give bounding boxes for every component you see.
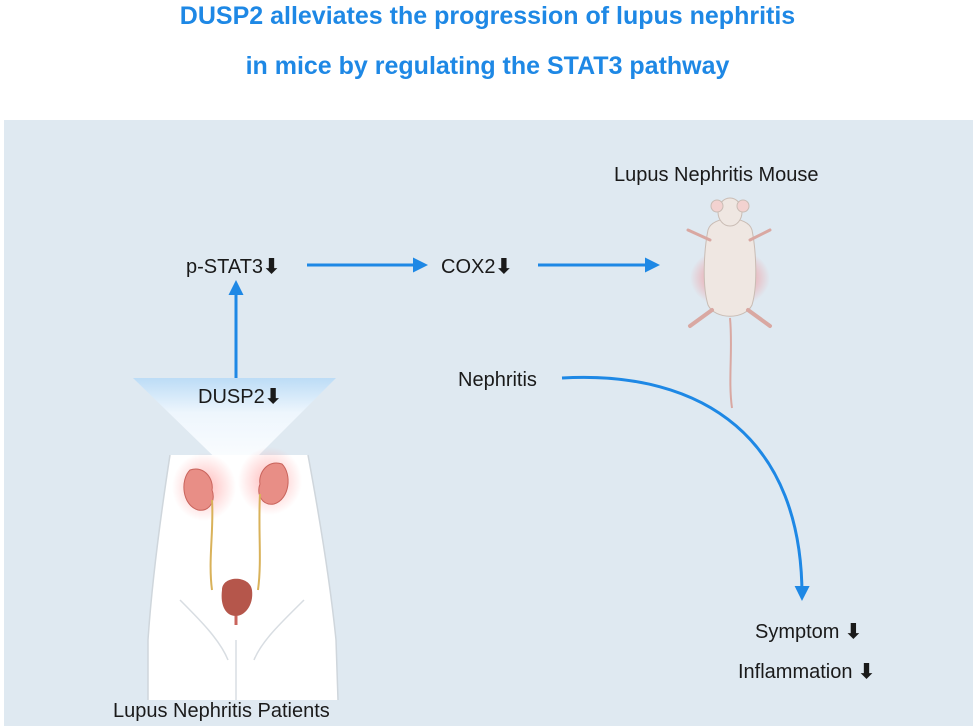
label-pstat3-text: p-STAT3 <box>186 256 264 278</box>
title-line-1: DUSP2 alleviates the progression of lupu… <box>179 2 796 30</box>
label-symptom-text: Symptom <box>755 621 840 643</box>
label-symptom: Symptom ⬇ <box>755 619 862 644</box>
label-pstat3: p-STAT3⬇ <box>186 254 280 279</box>
label-lupus-nephritis-patients: Lupus Nephritis Patients <box>113 700 330 722</box>
beam-funnel <box>133 378 336 478</box>
label-lupus-nephritis-mouse: Lupus Nephritis Mouse <box>614 164 819 186</box>
arrow-nephritis-to-symptom <box>561 375 810 601</box>
label-dusp2: DUSP2⬇ <box>198 384 281 409</box>
label-dusp2-text: DUSP2 <box>198 386 265 408</box>
label-inflammation-text: Inflammation <box>738 661 853 683</box>
down-arrow-icon: ⬇ <box>263 256 280 278</box>
down-arrow-icon: ⬇ <box>495 256 513 278</box>
down-arrow-icon: ⬇ <box>858 661 875 683</box>
label-cox2-text: COX2 <box>441 256 496 278</box>
label-cox2: COX2⬇ <box>441 254 512 279</box>
title-line-2: in mice by regulating the STAT3 pathway <box>245 52 730 80</box>
human-urinary-system-illustration <box>147 447 339 701</box>
down-arrow-icon: ⬇ <box>264 386 282 408</box>
mouse-illustration <box>686 197 772 409</box>
label-nephritis: Nephritis <box>458 369 537 391</box>
label-inflammation: Inflammation ⬇ <box>738 659 875 684</box>
down-arrow-icon: ⬇ <box>845 621 862 643</box>
